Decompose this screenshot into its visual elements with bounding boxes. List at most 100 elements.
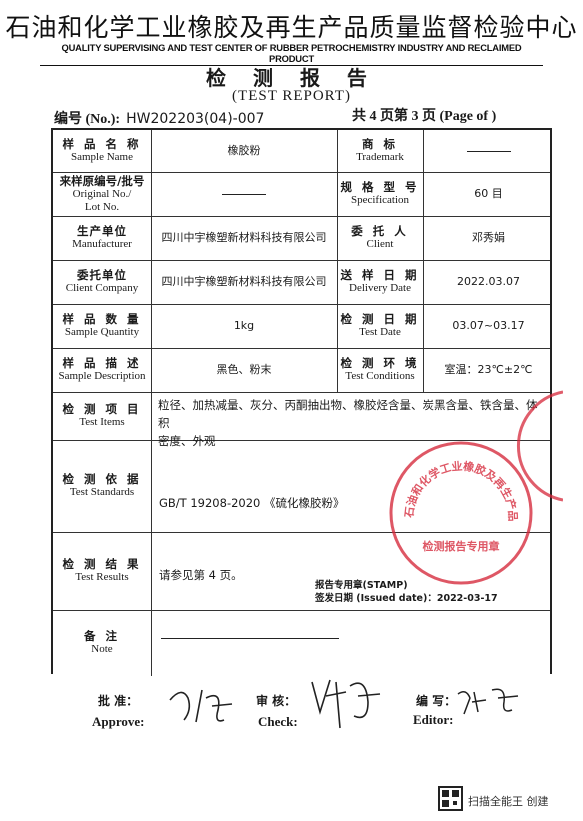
delivery-date-label-en: Delivery Date: [349, 282, 411, 295]
manufacturer-label: 生产单位 Manufacturer: [53, 216, 151, 260]
client-company-value: 四川中宇橡塑新材料科技有限公司: [161, 274, 327, 288]
trademark-label-en: Trademark: [356, 151, 404, 164]
delivery-date-value: 2022.03.07: [457, 274, 520, 288]
manufacturer-value-cell: 四川中宇橡塑新材料科技有限公司: [151, 216, 337, 260]
approve-label-cn: 批 准：: [98, 694, 139, 708]
column-divider: [151, 130, 152, 676]
client-value: 邓秀娟: [472, 230, 505, 244]
editor-label-en: Editor:: [413, 712, 454, 727]
original-no-label-en-1: Original No./: [72, 187, 132, 200]
sample-quantity-value: 1kg: [233, 318, 255, 332]
test-results-label-cn: 检 测 结 果: [62, 557, 142, 572]
test-results-label-en: Test Results: [75, 571, 129, 584]
original-no-label-cn: 来样原编号/批号: [59, 173, 145, 188]
test-date-value: 03.07~03.17: [452, 318, 525, 332]
sample-description-value-cell: 黑色、粉末: [151, 348, 337, 392]
note-label-cn: 备 注: [83, 629, 120, 644]
page-info: 共 4 页第 3 页 (Page of ): [352, 109, 497, 124]
sample-quantity-value-cell: 1kg: [151, 304, 337, 348]
test-conditions-label-en: Test Conditions: [345, 370, 415, 383]
specification-label-cn: 规 格 型 号: [340, 180, 420, 195]
client-company-label-cn: 委托单位: [77, 268, 127, 283]
trademark-blank-dash: [466, 150, 511, 152]
specification-value-cell: 60 目: [423, 172, 554, 216]
note-label-en: Note: [91, 643, 113, 656]
check-label-en: Check:: [258, 714, 298, 729]
manufacturer-label-cn: 生产单位: [77, 224, 127, 239]
delivery-date-value-cell: 2022.03.07: [423, 260, 554, 304]
row-divider: [53, 260, 550, 261]
test-conditions-value: 室温：23℃±2℃: [444, 362, 533, 376]
column-divider: [337, 130, 338, 348]
specification-label-en: Specification: [350, 194, 410, 207]
report-number-value: HW202203(04)-007: [126, 111, 265, 127]
approve-label-en: Approve:: [92, 714, 145, 729]
test-date-label-cn: 检 测 日 期: [340, 312, 420, 327]
sample-name-label: 样 品 名 称 Sample Name: [53, 130, 151, 172]
specification-label: 规 格 型 号 Specification: [337, 172, 423, 216]
stamp-inner-text: 检测报告专用章: [423, 539, 500, 553]
test-date-value-cell: 03.07~03.17: [423, 304, 554, 348]
org-title-en: QUALITY SUPERVISING AND TEST CENTER OF R…: [40, 42, 543, 66]
column-divider: [423, 130, 424, 348]
check-signature: [311, 679, 381, 729]
test-standards-label-en: Test Standards: [69, 486, 135, 499]
sample-description-label: 样 品 描 述 Sample Description: [53, 348, 151, 392]
client-company-label: 委托单位 Client Company: [53, 260, 151, 304]
row-divider: [53, 304, 550, 305]
scanner-watermark: 扫描全能王 创建: [468, 795, 549, 808]
test-conditions-value-cell: 室温：23℃±2℃: [423, 348, 554, 392]
row-divider: [53, 610, 550, 611]
original-no-blank-dash: [222, 193, 266, 195]
test-conditions-label: 检 测 环 境 Test Conditions: [337, 348, 423, 392]
sample-name-label-cn: 样 品 名 称: [62, 137, 142, 152]
sample-description-value: 黑色、粉末: [216, 362, 272, 376]
test-items-value: 粒径、加热减量、灰分、丙酮抽出物、橡胶烃含量、炭黑含量、铁含量、体积 密度、外观: [158, 396, 548, 450]
test-date-label-en: Test Date: [359, 326, 401, 339]
row-divider: [53, 392, 550, 393]
sample-description-label-en: Sample Description: [58, 370, 146, 383]
test-items-label: 检 测 项 目 Test Items: [53, 392, 151, 440]
manufacturer-value: 四川中宇橡塑新材料科技有限公司: [161, 230, 327, 244]
client-label: 委 托 人 Client: [337, 216, 423, 260]
report-number-label: 编号 (No.):: [54, 112, 121, 127]
check-label-cn: 审 核：: [256, 694, 297, 708]
sample-quantity-label: 样 品 数 量 Sample Quantity: [53, 304, 151, 348]
sample-description-label-cn: 样 品 描 述: [62, 356, 142, 371]
delivery-date-label-cn: 送 样 日 期: [340, 268, 420, 283]
report-title-en: (TEST REPORT): [232, 88, 351, 104]
sample-quantity-label-cn: 样 品 数 量: [62, 312, 142, 327]
row-divider: [53, 216, 550, 217]
test-items-label-cn: 检 测 项 目: [62, 402, 142, 417]
qr-code-icon: [438, 786, 463, 811]
row-divider: [53, 532, 550, 533]
client-company-label-en: Client Company: [65, 282, 139, 295]
trademark-label: 商 标 Trademark: [337, 130, 423, 172]
row-divider: [53, 348, 550, 349]
row-divider: [53, 172, 550, 173]
trademark-label-cn: 商 标: [361, 137, 398, 152]
test-standards-label-cn: 检 测 依 据: [62, 472, 142, 487]
row-divider: [53, 440, 550, 441]
sample-name-value: 橡胶粉: [227, 143, 261, 157]
trademark-value-cell: [423, 130, 554, 172]
manufacturer-label-en: Manufacturer: [72, 238, 132, 251]
original-no-label: 来样原编号/批号 Original No./ Lot No.: [53, 172, 151, 216]
report-number: 编号 (No.): HW202203(04)-007: [54, 108, 264, 128]
issued-date: 签发日期 (Issued date)：2022-03-17: [315, 593, 498, 604]
editor-signature: [457, 688, 519, 715]
test-results-value: 请参见第 4 页。: [159, 568, 243, 582]
column-divider: [423, 348, 424, 392]
sample-name-value-cell: 橡胶粉: [151, 130, 337, 172]
test-date-label: 检 测 日 期 Test Date: [337, 304, 423, 348]
note-blank-line: [161, 638, 339, 639]
original-no-label-en-2: Lot No.: [84, 200, 120, 213]
sample-name-label-en: Sample Name: [70, 151, 133, 164]
client-label-cn: 委 托 人: [351, 224, 409, 239]
delivery-date-label: 送 样 日 期 Delivery Date: [337, 260, 423, 304]
column-divider: [337, 348, 338, 392]
test-items-line-2: 密度、外观: [158, 434, 216, 448]
stamp-label: 报告专用章(STAMP): [315, 580, 408, 591]
original-no-value-cell: [151, 172, 337, 216]
client-company-value-cell: 四川中宇橡塑新材料科技有限公司: [151, 260, 337, 304]
